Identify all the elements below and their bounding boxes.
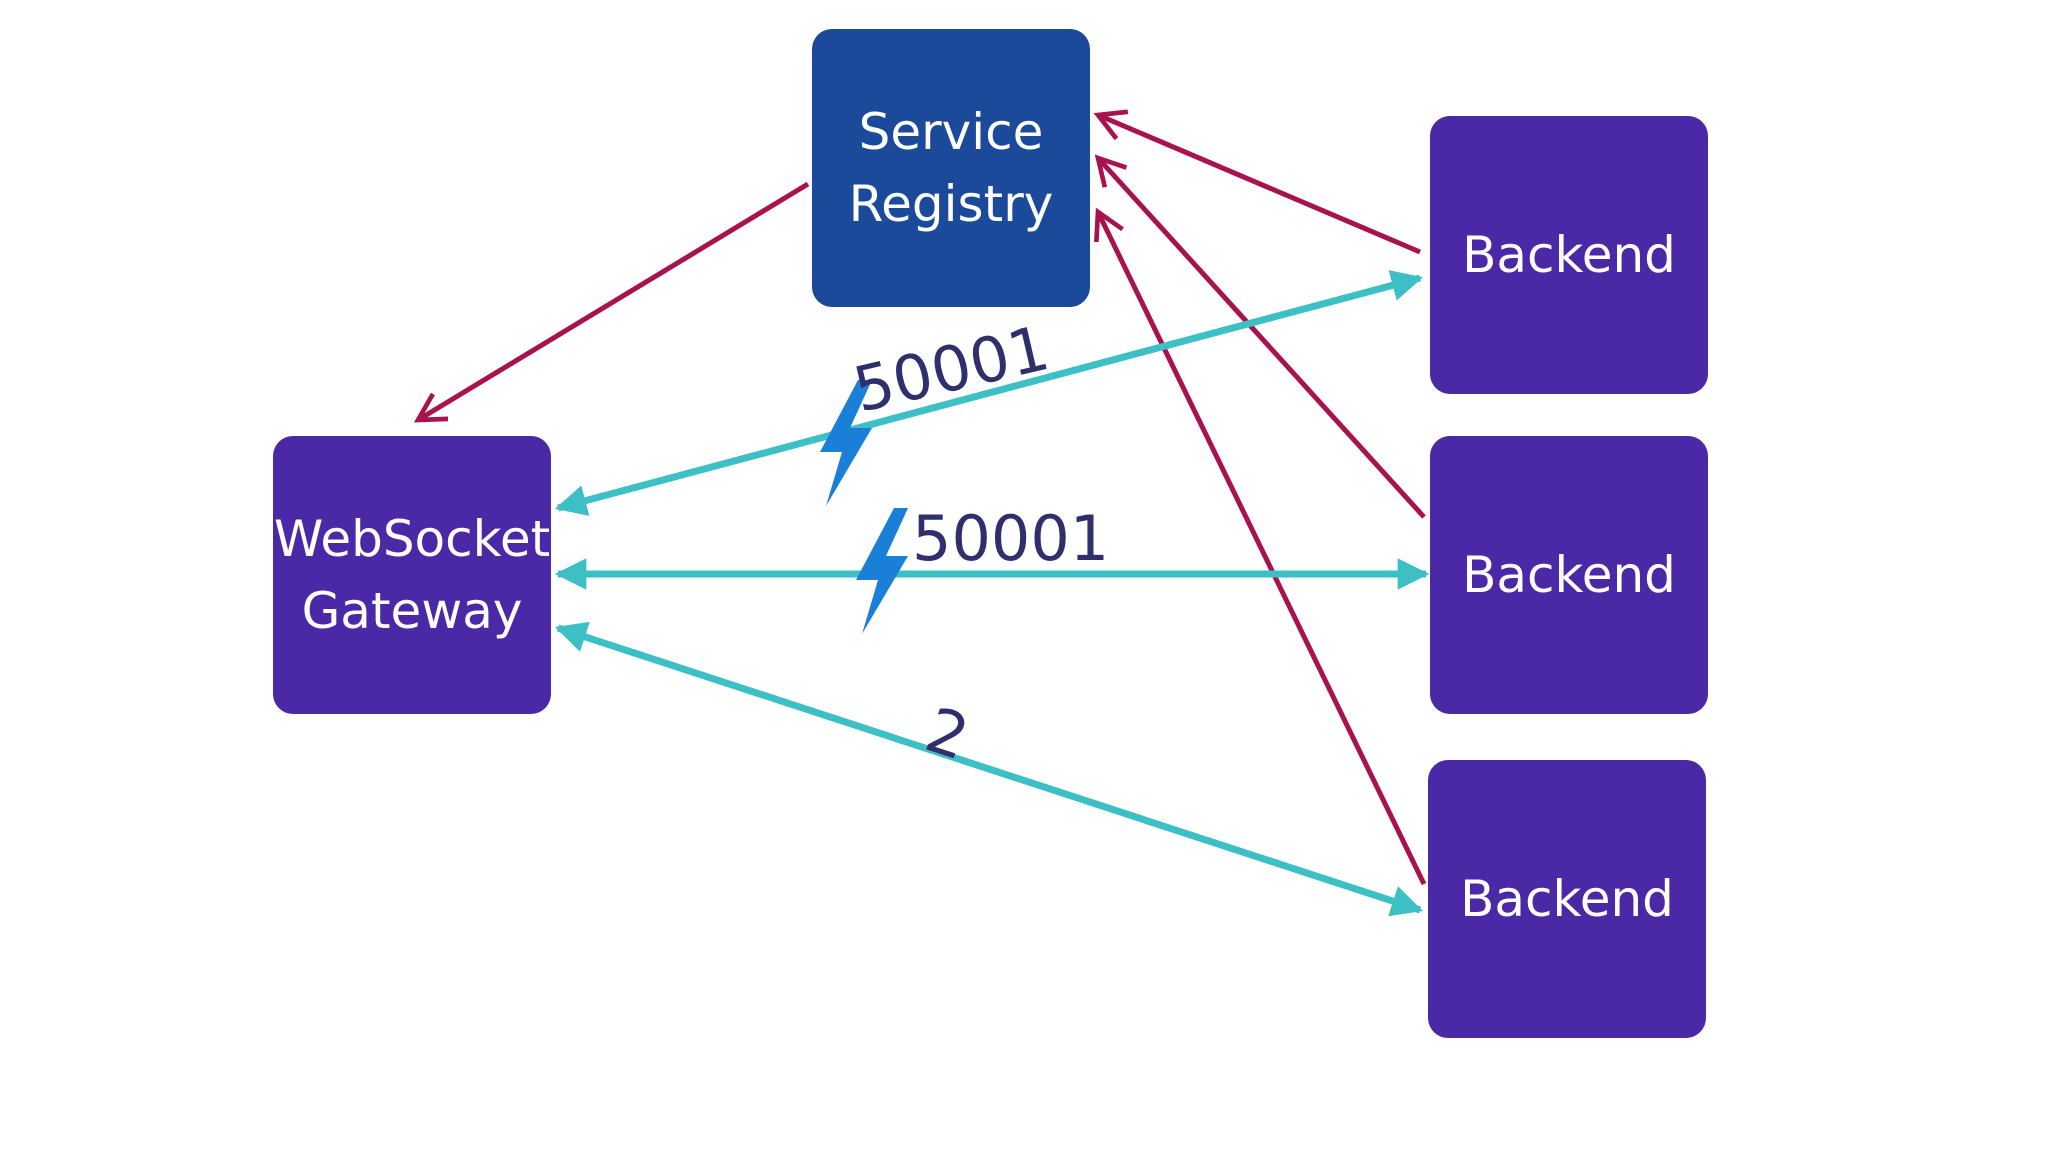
backend-3-label: Backend <box>1460 870 1674 928</box>
backend-2-label: Backend <box>1462 546 1676 604</box>
websocket-gateway-label-line2: Gateway <box>301 582 523 640</box>
connection-label-backend-1: 50001 <box>847 311 1056 426</box>
lightning-bolt-icon <box>856 508 908 634</box>
edge-backend-3-to-registry <box>1094 207 1427 886</box>
backend-node-1: Backend <box>1430 116 1708 394</box>
service-registry-label-line1: Service <box>858 103 1044 161</box>
backend-node-3: Backend <box>1428 760 1706 1038</box>
websocket-gateway-node: WebSocket Gateway <box>273 436 551 714</box>
service-registry-label-line2: Registry <box>848 175 1054 233</box>
edge-registry-to-gateway <box>413 181 810 423</box>
connection-label-backend-2: 50001 <box>912 502 1109 575</box>
edge-gateway-backend-1 <box>554 270 1424 516</box>
service-registry-node: Service Registry <box>812 29 1090 307</box>
backend-node-2: Backend <box>1430 436 1708 714</box>
edge-backend-2-to-registry <box>1094 154 1426 519</box>
edge-gateway-backend-3 <box>555 621 1423 917</box>
edge-backend-1-to-registry <box>1093 109 1421 255</box>
websocket-gateway-label-line1: WebSocket <box>273 510 551 568</box>
backend-1-label: Backend <box>1462 226 1676 284</box>
lightning-bolt-icon <box>820 380 872 506</box>
